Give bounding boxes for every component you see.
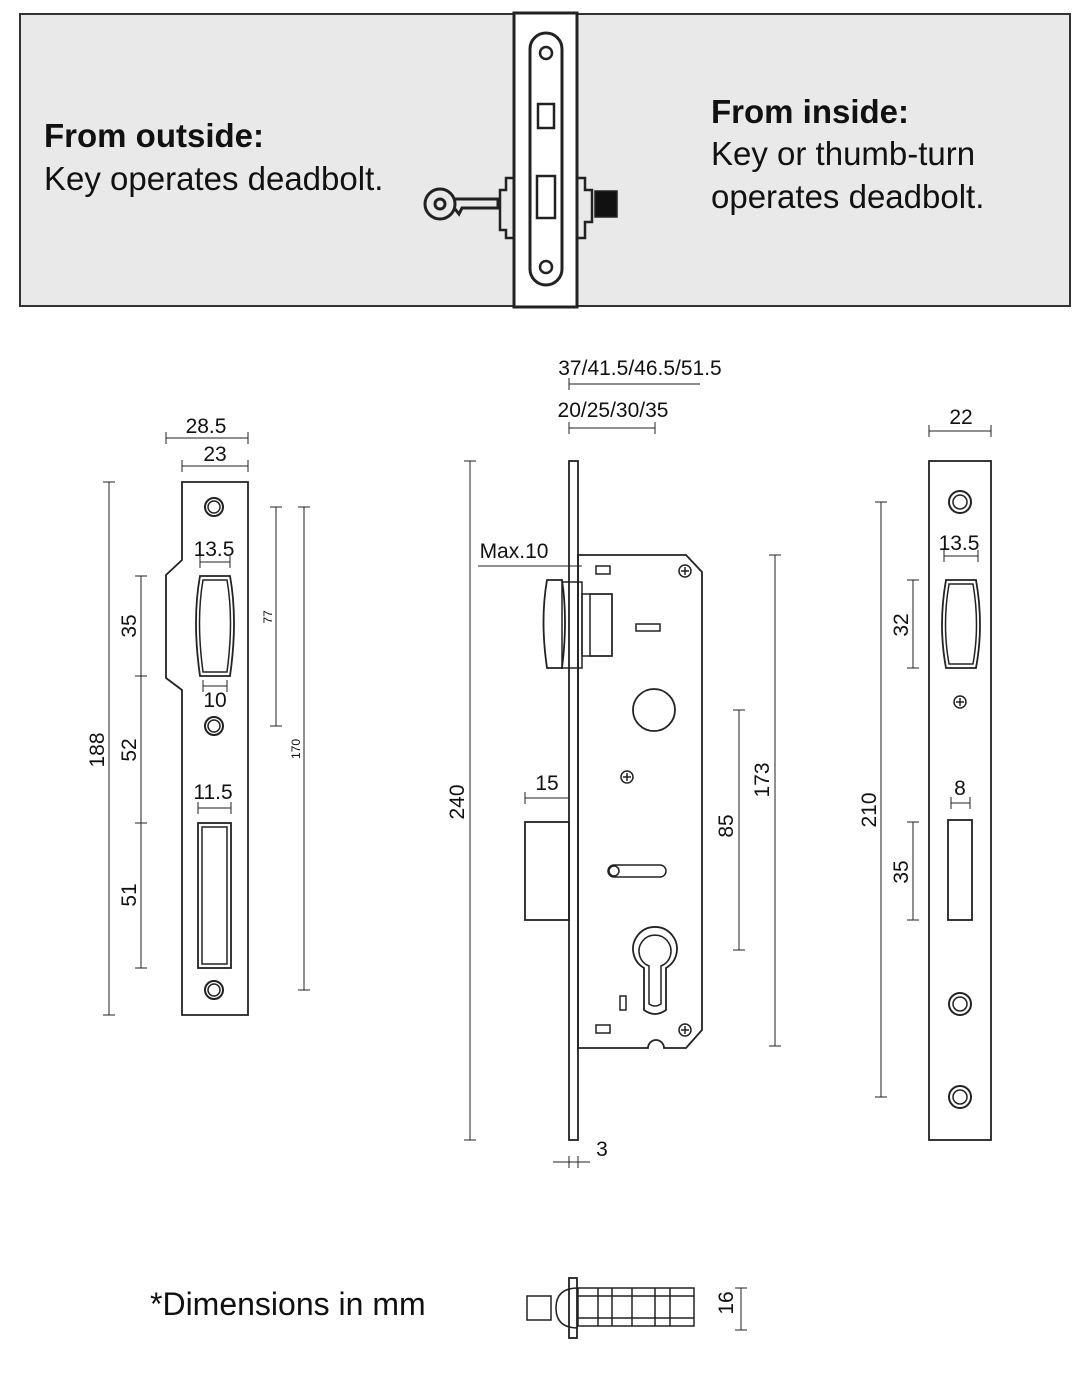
dim-240: 240 [446, 784, 469, 819]
dim-77: 77 [261, 610, 275, 624]
strike-left-dimension-lines [103, 432, 310, 1016]
inside-text-line2: operates deadbolt. [711, 178, 985, 215]
dim-188: 188 [86, 732, 109, 767]
inside-text-line1: Key or thumb-turn [711, 135, 976, 172]
door-illustration [423, 11, 618, 309]
dim-10: 10 [203, 689, 226, 712]
dim-35-left: 35 [118, 614, 141, 637]
dim-max10: Max.10 [480, 540, 549, 563]
strike-right-dimension-lines [875, 425, 992, 1098]
dim-16: 16 [715, 1291, 738, 1314]
dim-28-5: 28.5 [186, 415, 227, 438]
strike-plate-left [165, 481, 249, 1016]
dim-51: 51 [118, 883, 141, 906]
dim-22: 22 [949, 406, 972, 429]
dim-15: 15 [535, 772, 558, 795]
dim-backset-small: 20/25/30/35 [558, 399, 669, 422]
lock-body [524, 460, 703, 1141]
inside-title: From inside: [711, 93, 910, 130]
dim-13-5-right: 13.5 [939, 532, 980, 555]
outside-text: Key operates deadbolt. [44, 160, 384, 197]
dim-11-5: 11.5 [193, 781, 232, 804]
dim-173: 173 [751, 762, 774, 797]
dim-210: 210 [858, 792, 881, 827]
dim-170: 170 [289, 739, 303, 759]
strike-plate-right [928, 460, 992, 1141]
dim-52: 52 [118, 738, 141, 761]
dim-23: 23 [203, 443, 226, 466]
dim-8: 8 [954, 777, 966, 800]
dim-32: 32 [890, 613, 913, 636]
bolt-side-view [526, 1277, 747, 1339]
outside-title: From outside: [44, 117, 264, 154]
dim-35-right: 35 [890, 860, 913, 883]
key-icon [423, 187, 500, 221]
dim-backset-range: 37/41.5/46.5/51.5 [558, 357, 721, 380]
lock-body-dimension-lines [464, 378, 781, 1168]
dim-85: 85 [715, 814, 738, 837]
dim-3: 3 [596, 1138, 608, 1161]
dimensions-note: *Dimensions in mm [150, 1286, 426, 1322]
dim-13-5-left: 13.5 [194, 538, 235, 561]
